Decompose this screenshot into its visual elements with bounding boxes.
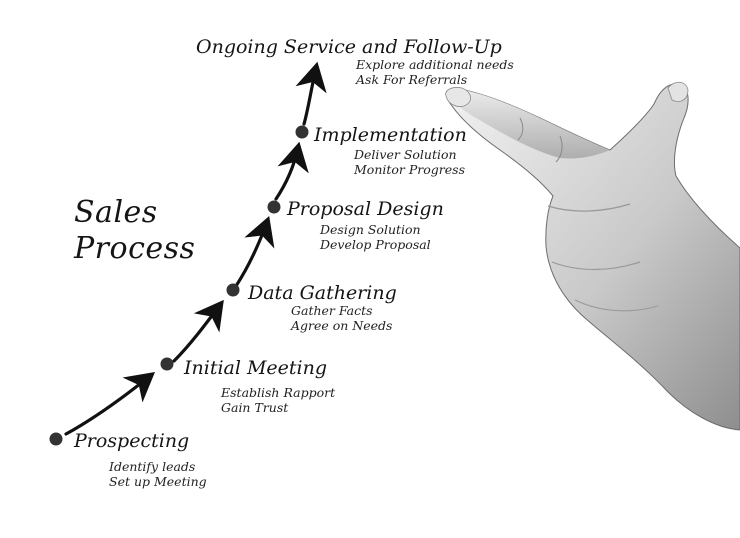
stage-detail: Deliver Solution — [354, 147, 457, 162]
stage-detail: Gain Trust — [221, 400, 289, 415]
pointing-hand-icon — [445, 81, 740, 431]
stage-detail: Ask For Referrals — [356, 72, 468, 87]
stage-details-data-gathering: Gather Facts Agree on Needs — [291, 303, 392, 333]
progress-arrows — [64, 61, 327, 436]
diagram-title-line-2: Process — [74, 231, 196, 266]
stage-title-proposal-design: Proposal Design — [287, 198, 444, 220]
stage-details-proposal-design: Design Solution Develop Proposal — [320, 222, 431, 252]
stage-detail: Establish Rapport — [221, 385, 336, 400]
diagram-title-line-1: Sales — [74, 195, 158, 230]
stage-details-initial-meeting: Establish Rapport Gain Trust — [221, 385, 335, 415]
stage-title-implementation: Implementation — [314, 124, 467, 146]
arrow-prospecting-to-initial-meeting — [64, 372, 155, 436]
stage-detail: Set up Meeting — [109, 474, 207, 489]
arrow-implementation-to-follow-up — [295, 61, 327, 126]
stage-title-ongoing-service: Ongoing Service and Follow-Up — [196, 36, 502, 58]
stage-detail: Design Solution — [320, 222, 421, 237]
stage-dot-data-gathering — [226, 283, 240, 297]
stage-details-prospecting: Identify leads Set up Meeting — [109, 459, 207, 489]
stage-detail: Identify leads — [109, 459, 196, 474]
stage-details-implementation: Deliver Solution Monitor Progress — [354, 147, 465, 177]
stage-dot-proposal-design — [267, 200, 281, 214]
stage-dot-implementation — [295, 125, 309, 139]
stage-detail: Gather Facts — [291, 303, 373, 318]
arrow-proposal-design-to-implementation — [274, 141, 309, 201]
arrow-data-gathering-to-proposal-design — [234, 215, 275, 288]
stage-title-data-gathering: Data Gathering — [248, 282, 397, 304]
stage-details-ongoing-service: Explore additional needs Ask For Referra… — [356, 57, 514, 87]
stage-title-prospecting: Prospecting — [74, 430, 190, 452]
stage-title-initial-meeting: Initial Meeting — [184, 357, 328, 379]
stage-dot-initial-meeting — [160, 357, 174, 371]
stage-detail: Monitor Progress — [354, 162, 465, 177]
stage-detail: Explore additional needs — [356, 57, 514, 72]
stage-detail: Develop Proposal — [320, 237, 431, 252]
stage-detail: Agree on Needs — [291, 318, 393, 333]
stage-dots — [49, 125, 309, 446]
stage-dot-prospecting — [49, 432, 63, 446]
arrow-initial-meeting-to-data-gathering — [172, 299, 224, 363]
